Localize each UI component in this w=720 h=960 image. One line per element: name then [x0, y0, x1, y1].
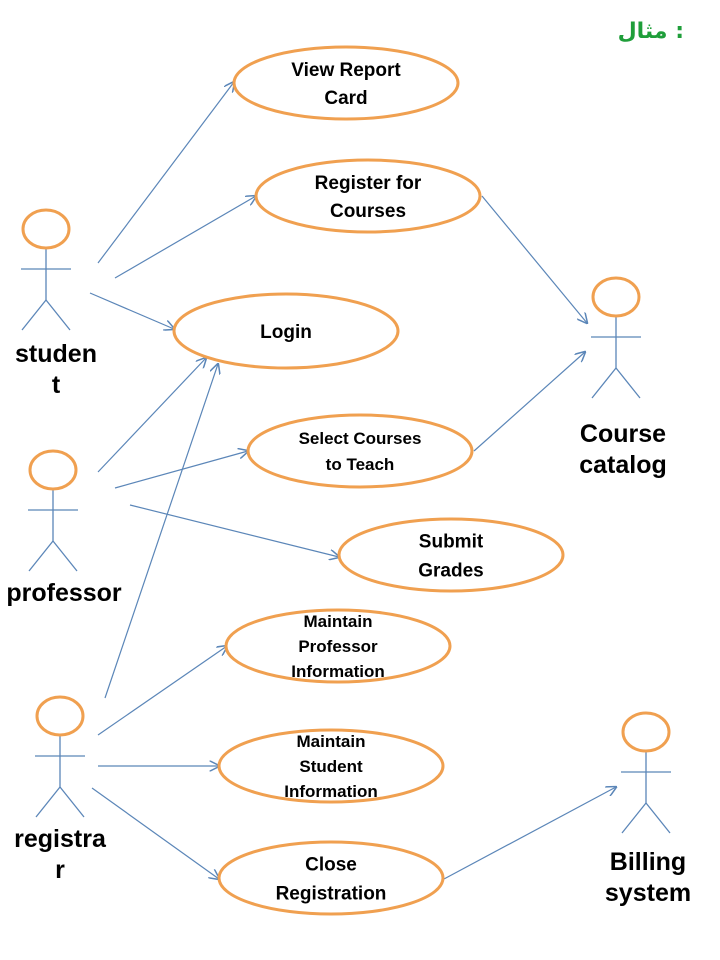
actor-name: registra [14, 825, 107, 853]
use-case-label: Card [324, 88, 367, 109]
use-case-label: Grades [418, 560, 483, 581]
use-case-login[interactable]: Login [172, 292, 400, 370]
association-professor-to-select-courses-to-teach [114, 451, 248, 489]
association-registrar-to-close-registration [91, 787, 219, 879]
association-register-for-courses-to-course-catalog [481, 195, 587, 323]
stick-figure-icon [28, 449, 78, 572]
use-case-ellipse [217, 728, 445, 804]
use-case-label: Registration [276, 883, 387, 904]
actor-name: studen [15, 340, 97, 368]
use-case-label: Select Courses [299, 429, 422, 448]
use-case-ellipse [254, 158, 482, 234]
use-case-label: Submit [419, 531, 484, 552]
actor-name: Billing [610, 848, 686, 876]
actor-name: r [55, 856, 65, 884]
actor-course-catalog[interactable]: Course catalog [579, 276, 667, 479]
use-case-label: to Teach [326, 455, 395, 474]
use-case-label: Login [260, 322, 312, 343]
association-registrar-to-login [104, 364, 218, 699]
actor-student[interactable]: studen t [15, 208, 97, 399]
actor-name: t [52, 371, 61, 399]
associations [89, 82, 616, 880]
actor-billing-system[interactable]: Billing system [605, 711, 691, 907]
use-case-label: View Report [291, 60, 401, 81]
use-case-label: Professor [298, 637, 378, 656]
association-close-registration-to-billing-system [443, 787, 616, 880]
actor-registrar[interactable]: registra r [14, 695, 107, 884]
use-case-ellipse [246, 413, 474, 489]
use-case-label: Close [305, 854, 357, 875]
stick-figure-icon [21, 208, 71, 331]
use-case-ellipse [172, 292, 400, 370]
actors: studen t professor registra r Course catalogBi… [6, 208, 691, 907]
use-case-label: Courses [330, 201, 406, 222]
actor-professor[interactable]: professor [6, 449, 122, 607]
use-case-ellipse [337, 517, 565, 593]
use-case-ellipse [232, 45, 460, 121]
association-student-to-register-for-courses [114, 196, 256, 279]
diagram-title: مثال : [618, 19, 684, 44]
stick-figure-icon [35, 695, 85, 818]
use-case-ellipse [224, 608, 452, 684]
stick-figure-icon [621, 711, 671, 834]
use-case-label: Information [291, 662, 385, 681]
use-case-label: Maintain [297, 732, 366, 751]
stick-figure-icon [591, 276, 641, 399]
use-case-label: Register for [315, 173, 422, 194]
association-professor-to-submit-grades [129, 504, 339, 557]
association-student-to-login [89, 292, 174, 329]
actor-name: system [605, 879, 691, 907]
use-case-label: Student [299, 757, 363, 776]
use-case-label: Information [284, 782, 378, 801]
association-registrar-to-maintain-professor-information [97, 646, 227, 736]
actor-name: professor [6, 579, 122, 607]
use-case-select-courses-to-teach[interactable]: Select Courses to Teach [246, 413, 474, 489]
actor-name: Course [580, 420, 666, 448]
association-select-courses-to-teach-to-course-catalog [473, 352, 585, 452]
association-student-to-view-report-card [97, 82, 234, 264]
use-case-label: Maintain [304, 612, 373, 631]
use-case-ellipse [217, 840, 445, 916]
association-professor-to-login [97, 358, 206, 473]
actor-name: catalog [579, 451, 667, 479]
